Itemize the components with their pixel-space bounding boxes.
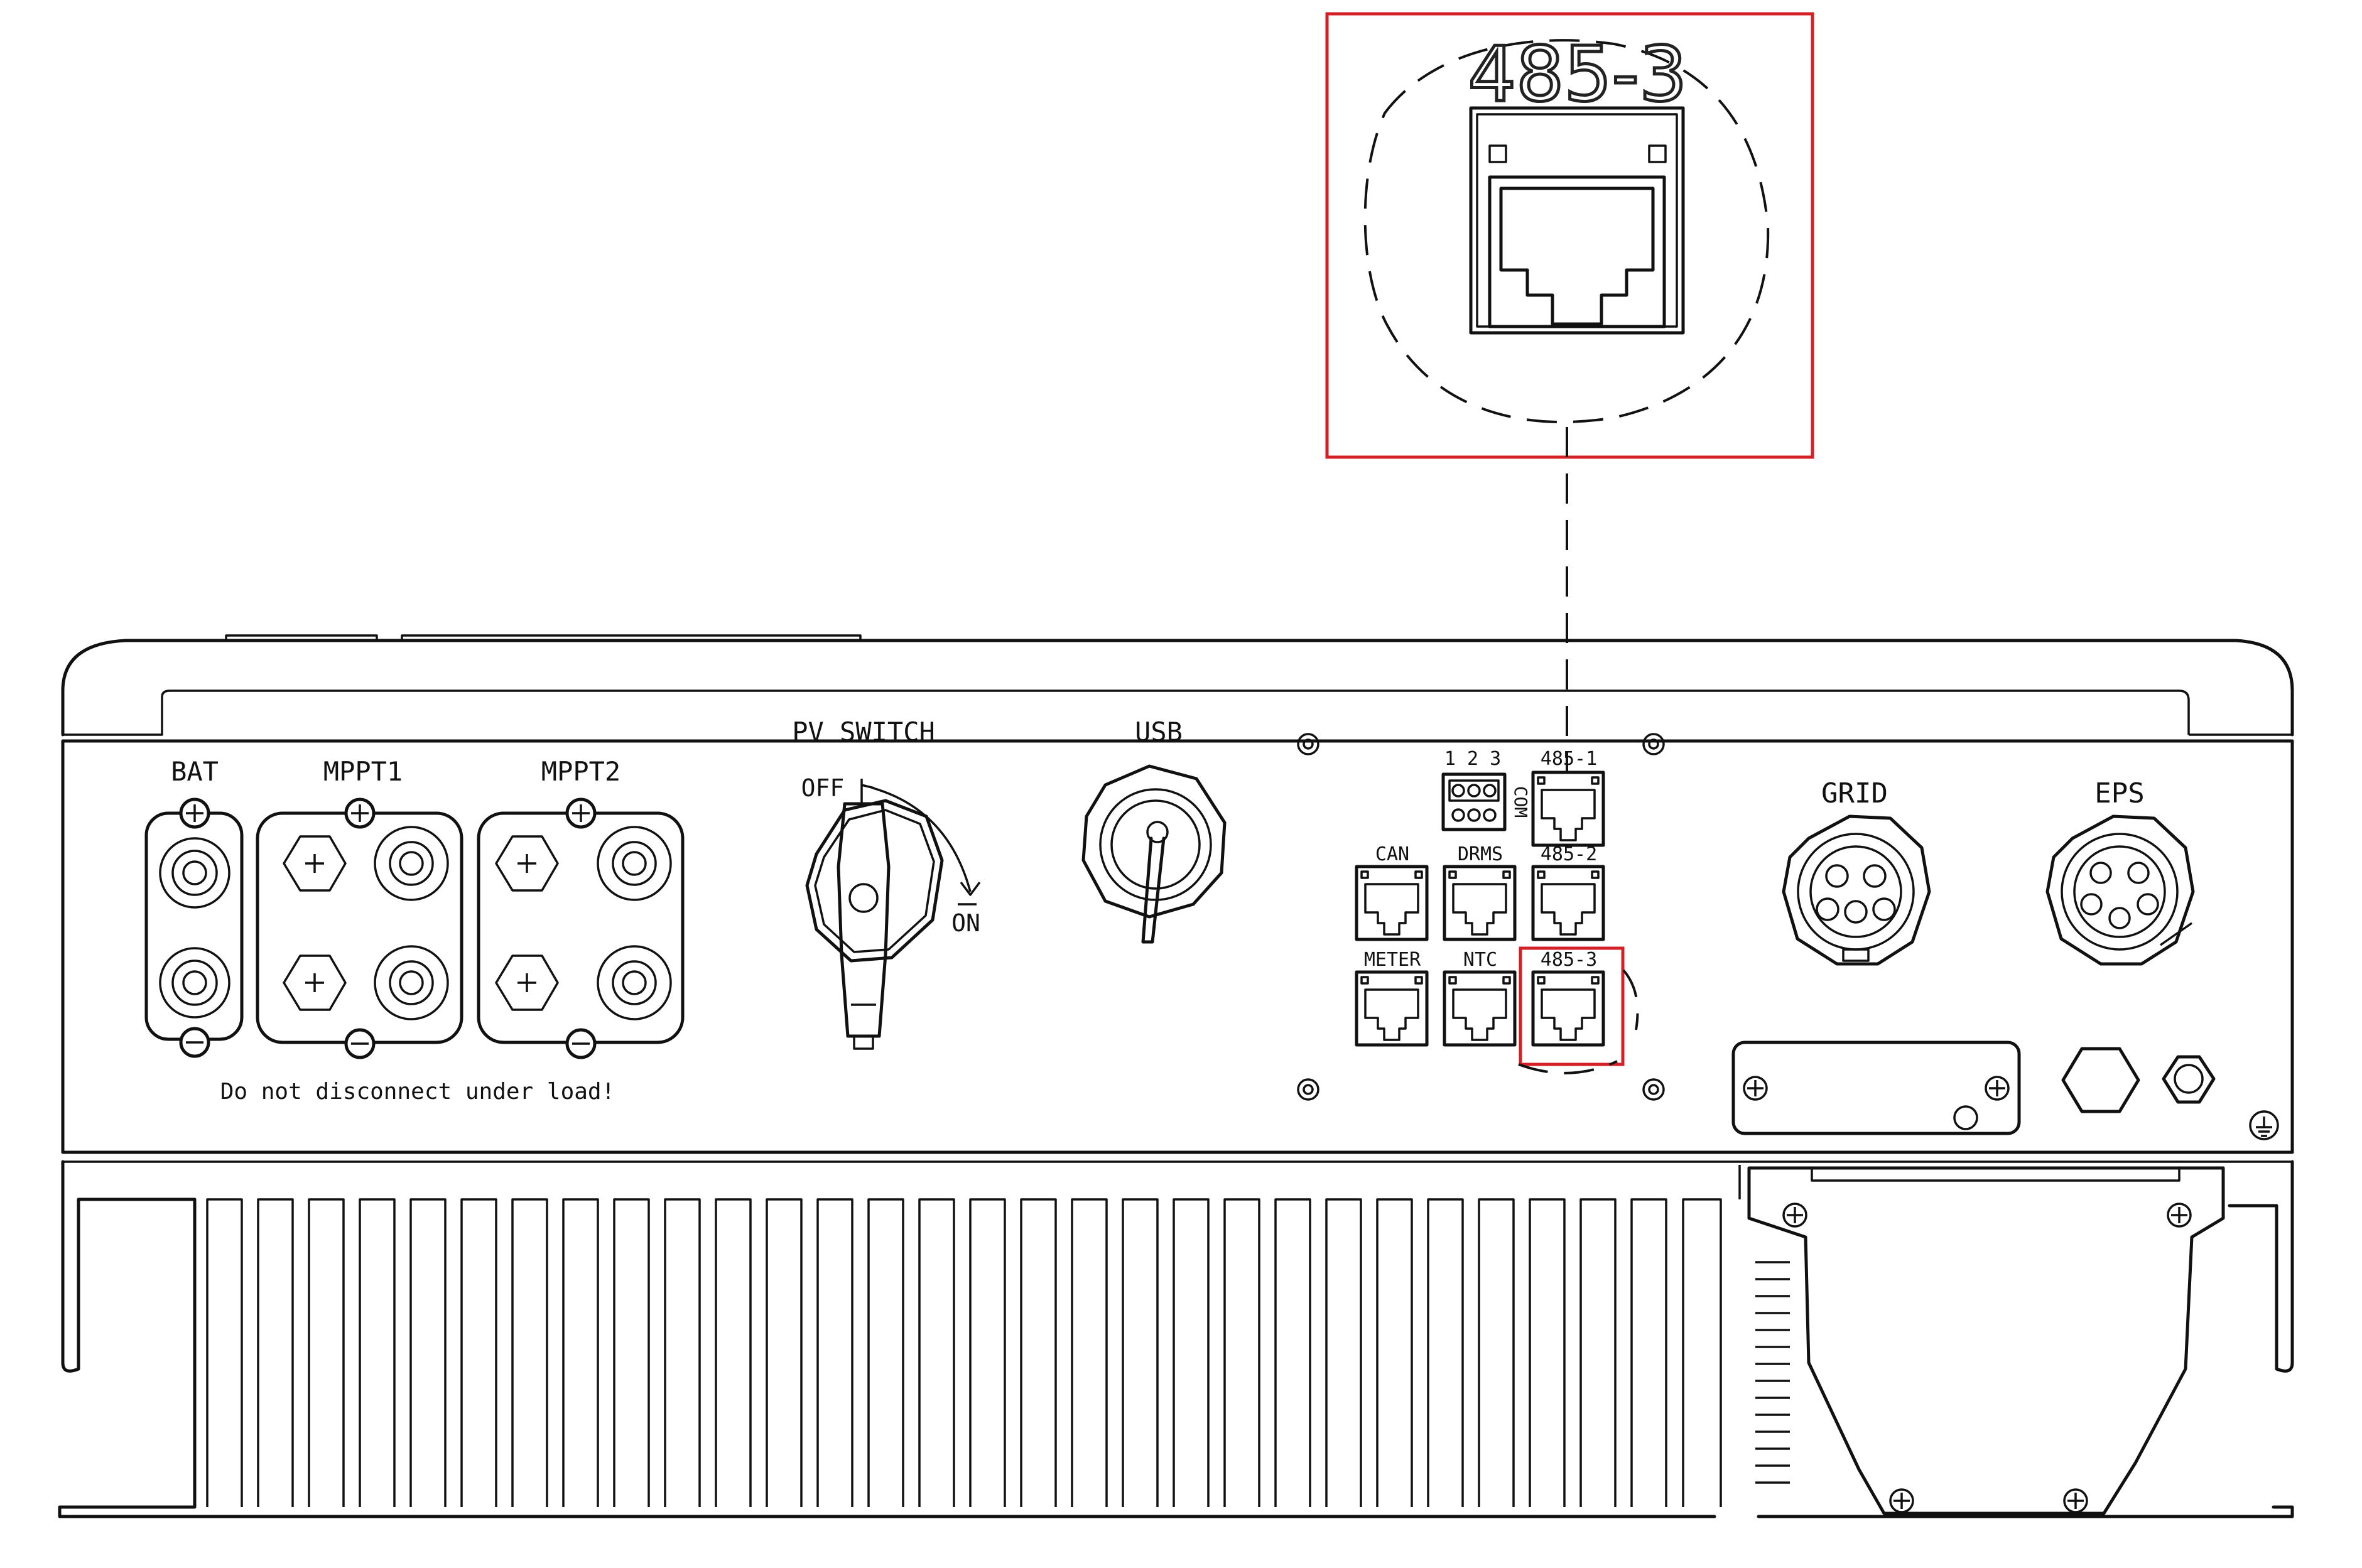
port-label-meter: METER — [1364, 949, 1421, 971]
mppt1-minus-icon — [344, 1028, 376, 1059]
eps-label: EPS — [2094, 777, 2144, 809]
port-label-485-2: 485-2 — [1541, 843, 1597, 865]
mppt2-negative-connector — [495, 945, 672, 1020]
bat-negative-terminal — [159, 947, 230, 1019]
callout-highlight-box — [1325, 12, 1814, 459]
bat-label: BAT — [171, 756, 219, 787]
port-label-485-1: 485-1 — [1541, 748, 1597, 770]
ground-terminal-icon — [2249, 1110, 2279, 1140]
mppt1-label: MPPT1 — [323, 756, 403, 787]
warning-text: Do not disconnect under load! — [220, 1079, 615, 1105]
com-terminal-block[interactable]: 1 2 3 COM — [1441, 748, 1531, 831]
cable-box-ribs — [1755, 1261, 1790, 1484]
callout-port-label: 485-3 — [1468, 31, 1688, 119]
heatsink-fins — [206, 1198, 1722, 1507]
inverter-housing — [58, 634, 2294, 1518]
rj45-port-485-3[interactable] — [1531, 970, 1605, 1047]
pv-switch-on-label: ON — [951, 909, 980, 937]
eps-connector[interactable]: EPS — [2045, 777, 2195, 966]
mppt1-positive-connector — [283, 826, 449, 901]
port-label-can: CAN — [1375, 843, 1409, 865]
mppt2-plus-icon — [565, 798, 597, 829]
cable-box-screws — [1782, 1203, 2192, 1513]
rj45-port-can[interactable] — [1355, 865, 1429, 941]
port-label-drms: DRMS — [1458, 843, 1503, 865]
port-label-ntc: NTC — [1463, 949, 1497, 971]
zoom-callout: 485-3 — [1325, 12, 1814, 772]
mounting-screws — [1297, 733, 1665, 1101]
pv-switch-label: PV SWITCH — [792, 716, 935, 747]
port-485-3-highlight-box — [1519, 946, 1625, 1066]
callout-rj45-port-icon — [1469, 106, 1685, 335]
pv-switch-handle — [837, 802, 891, 1038]
mppt1-plus-icon — [344, 798, 376, 829]
communication-port-area: 1 2 3 COM 485-1 CAN DRMS 485-2 METER NTC… — [1297, 733, 1665, 1101]
dc-terminal-group: BAT MPPT1 MPPT2 — [144, 756, 685, 1105]
com-label: COM — [1510, 786, 1531, 818]
grid-label: GRID — [1821, 777, 1888, 809]
usb-label: USB — [1135, 716, 1183, 747]
bat-plus-icon — [179, 798, 210, 829]
pv-switch-off-label: OFF — [801, 774, 845, 802]
rj45-port-meter[interactable] — [1355, 970, 1429, 1047]
rj45-port-485-2[interactable] — [1531, 865, 1605, 941]
bat-positive-terminal — [159, 837, 230, 909]
rj45-port-drms[interactable] — [1443, 865, 1517, 941]
mppt2-label: MPPT2 — [541, 756, 620, 787]
pv-switch[interactable]: PV SWITCH OFF ON — [792, 716, 981, 1050]
rj45-port-485-1[interactable] — [1531, 770, 1605, 847]
mppt2-minus-icon — [565, 1028, 597, 1059]
grid-connector[interactable]: GRID — [1782, 777, 1931, 966]
vent-valve — [2162, 1055, 2216, 1104]
rj45-port-grid — [1355, 770, 1605, 1047]
rj45-port-ntc[interactable] — [1443, 970, 1517, 1047]
cover-plate — [1731, 1041, 2021, 1135]
mppt1-negative-connector — [283, 945, 449, 1020]
mppt2-positive-connector — [495, 826, 672, 901]
waterproof-plug — [2061, 1047, 2140, 1113]
bat-minus-icon — [179, 1027, 210, 1058]
pv-switch-rotation-arrow-icon — [872, 787, 981, 896]
port-label-485-3: 485-3 — [1541, 949, 1597, 971]
com-pin-numbers: 1 2 3 — [1444, 748, 1501, 770]
usb-port[interactable]: USB — [1081, 716, 1227, 944]
